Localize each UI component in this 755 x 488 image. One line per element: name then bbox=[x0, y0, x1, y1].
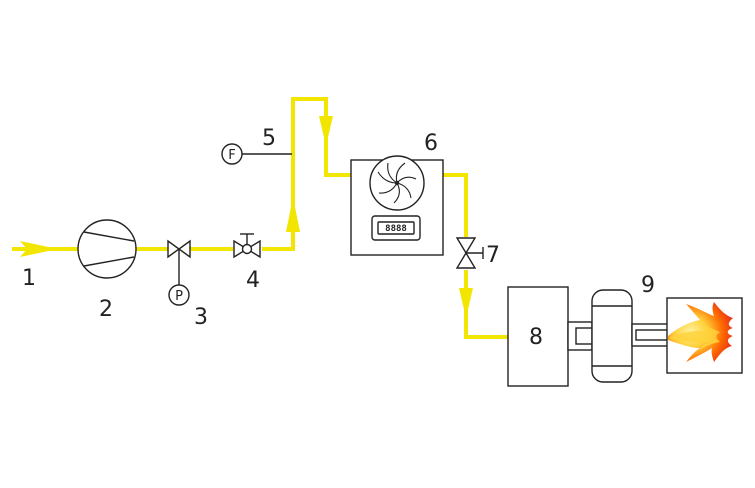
label-5: 5 bbox=[262, 126, 276, 151]
flow-arrows bbox=[20, 116, 473, 318]
pipe-riser bbox=[262, 97, 351, 251]
pipe-check-to-unit8 bbox=[464, 270, 508, 339]
flow-meter-icon bbox=[221, 143, 292, 165]
check-valve-icon bbox=[455, 237, 484, 269]
pipe-meter-to-check bbox=[443, 173, 468, 237]
control-valve-icon bbox=[233, 233, 261, 259]
meter-display bbox=[377, 221, 415, 235]
shaft-icon bbox=[631, 323, 669, 347]
arrow-inlet-icon bbox=[20, 241, 58, 257]
arrow-down-icon bbox=[459, 288, 473, 318]
flow-instrument-label: F bbox=[228, 148, 235, 163]
label-3: 3 bbox=[194, 305, 208, 330]
flame-icon bbox=[668, 302, 733, 362]
unit-9-drum bbox=[591, 289, 633, 383]
label-6: 6 bbox=[424, 131, 438, 156]
label-1: 1 bbox=[22, 266, 36, 291]
pressure-gauge-icon bbox=[168, 284, 190, 306]
coupling-icon bbox=[567, 321, 593, 351]
label-8: 8 bbox=[529, 325, 543, 350]
meter-unit bbox=[350, 155, 444, 256]
label-7: 7 bbox=[486, 243, 500, 268]
pump-icon bbox=[77, 219, 137, 279]
fan-icon bbox=[369, 155, 425, 211]
pressure-instrument-label: P bbox=[175, 289, 183, 304]
arrow-down-icon bbox=[319, 116, 333, 146]
arrow-up-icon bbox=[286, 197, 300, 232]
meter-digits: 8888 bbox=[385, 224, 407, 234]
label-4: 4 bbox=[246, 268, 260, 293]
label-2: 2 bbox=[99, 297, 113, 322]
valve-icon bbox=[167, 239, 191, 285]
label-9: 9 bbox=[641, 273, 655, 298]
